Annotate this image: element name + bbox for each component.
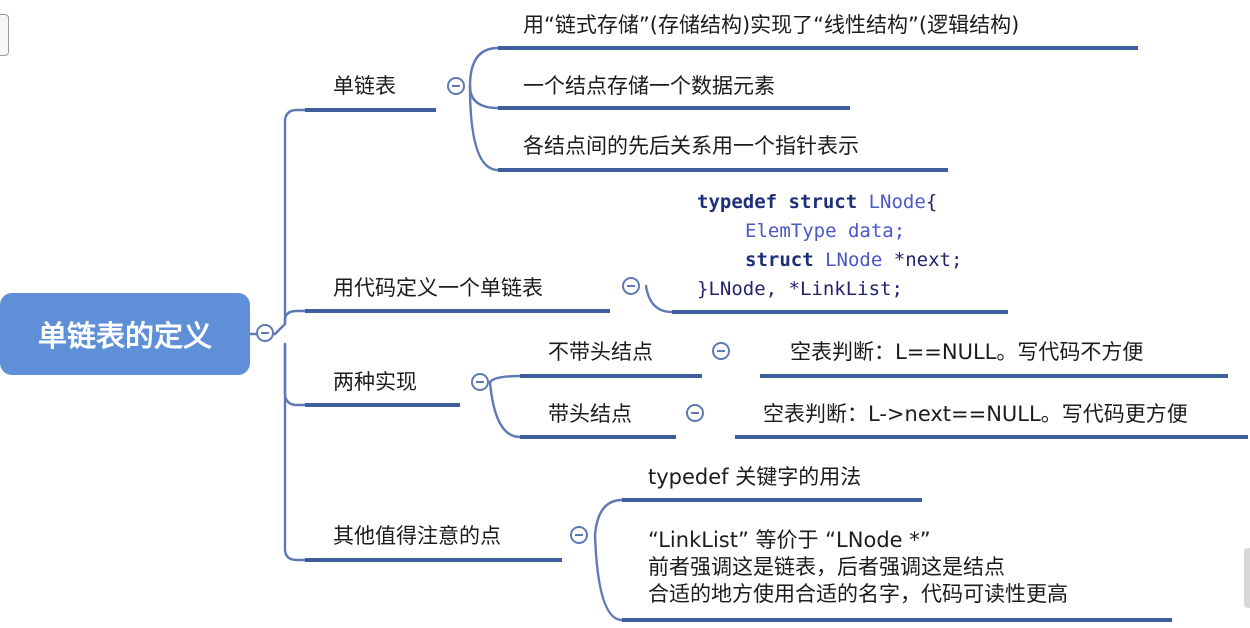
branch-code-definition[interactable]: 用代码定义一个单链表 (333, 276, 543, 300)
code-keyword: typedef struct (697, 191, 858, 213)
node-without-head-detail[interactable]: 空表判断：L==NULL。写代码不方便 (790, 340, 1144, 364)
branch-single-linked-list[interactable]: 单链表 (333, 74, 396, 98)
node-without-head[interactable]: 不带头结点 (548, 340, 653, 364)
node-b1-c2[interactable]: 一个结点存储一个数据元素 (523, 74, 775, 98)
connector-b1-c2 (468, 84, 500, 110)
code-block: typedef struct LNode{ ElemType data; str… (697, 188, 962, 304)
connector-root-b2 (283, 309, 307, 326)
collapse-with-head-icon[interactable] (686, 404, 704, 422)
code-line-2: ElemType data; (697, 217, 962, 246)
collapse-b4-icon[interactable] (570, 526, 588, 544)
connector-b3-c1 (488, 374, 522, 384)
collapse-b3-icon[interactable] (471, 373, 489, 391)
code-line-1: typedef struct LNode{ (697, 188, 962, 217)
code-keyword: struct (745, 249, 814, 271)
node-naming-note-line-3[interactable]: 合适的地方使用合适的名字，代码可读性更高 (648, 582, 1068, 606)
node-naming-note-line-2[interactable]: 前者强调这是链表，后者强调这是结点 (648, 555, 1005, 579)
code-type: LNode (825, 249, 883, 271)
node-naming-note-line-1[interactable]: “LinkList” 等价于 “LNode *” (648, 528, 931, 552)
connector-b4-c2 (593, 533, 624, 622)
node-typedef-usage[interactable]: typedef 关键字的用法 (648, 465, 862, 489)
node-b1-c1[interactable]: 用“链式存储”(存储结构)实现了“线性结构”(逻辑结构) (523, 13, 1020, 37)
code-line-4: }LNode, *LinkList; (697, 278, 903, 300)
code-brace: { (925, 191, 938, 213)
connector-root-b4 (283, 342, 307, 562)
connector-b2-code (644, 284, 674, 314)
collapse-root-icon[interactable] (256, 324, 274, 342)
collapse-b1-icon[interactable] (447, 77, 465, 95)
branch-two-implementations[interactable]: 两种实现 (333, 370, 417, 394)
collapse-b2-icon[interactable] (622, 277, 640, 295)
code-member-data: ElemType data; (745, 220, 906, 242)
window-edge-tab (0, 14, 9, 56)
connector-b1-c1 (468, 46, 500, 88)
node-with-head[interactable]: 带头结点 (548, 402, 632, 426)
code-type: LNode (868, 191, 926, 213)
code-member-next: *next; (893, 249, 963, 271)
connector-b4-c1 (593, 498, 624, 537)
node-with-head-detail[interactable]: 空表判断：L->next==NULL。写代码更方便 (763, 402, 1188, 426)
collapse-without-head-icon[interactable] (712, 342, 730, 360)
branch-other-notes[interactable]: 其他值得注意的点 (333, 524, 501, 548)
code-line-3: struct LNode *next; (697, 246, 962, 275)
connector-root-b3 (283, 342, 307, 407)
connector-b1-c3 (468, 84, 500, 172)
connector-b3-c2 (488, 380, 522, 439)
scroll-edge-tab (1244, 548, 1250, 608)
root-node[interactable]: 单链表的定义 (0, 293, 250, 375)
connector-root-b1 (248, 108, 307, 336)
node-b1-c3[interactable]: 各结点间的先后关系用一个指针表示 (523, 134, 859, 158)
